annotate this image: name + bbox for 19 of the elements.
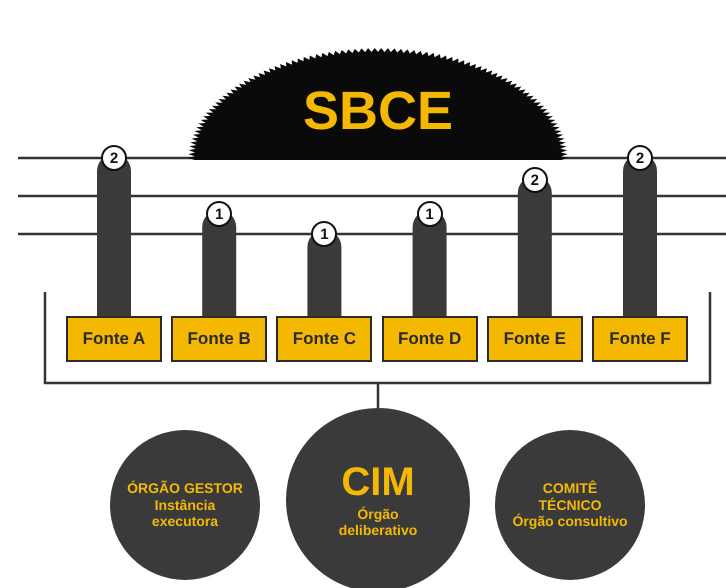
circle-subtitle: Instância executora	[150, 496, 220, 530]
circle-title: CIM	[341, 462, 415, 502]
source-box: Fonte B	[171, 316, 268, 362]
number-badge: 1	[311, 221, 338, 247]
source-box: Fonte A	[66, 316, 162, 362]
source-box: Fonte E	[486, 316, 583, 362]
source-box: Fonte C	[276, 316, 372, 362]
circle-subtitle: Órgão consultivo	[511, 513, 629, 530]
source-box: Fonte D	[382, 316, 478, 362]
number-badge: 2	[627, 145, 653, 171]
circle-subtitle: Órgão deliberativo	[338, 506, 418, 538]
number-badge: 2	[522, 167, 548, 193]
circle-title: ÓRGÃO GESTOR	[126, 480, 244, 497]
number-badge: 2	[101, 145, 127, 171]
number-badge: 1	[416, 201, 443, 227]
dome-title: SBCE	[302, 84, 454, 138]
source-box: Fonte F	[592, 316, 688, 362]
circle-title: COMITÊ TÉCNICO	[538, 480, 602, 514]
number-badge: 1	[206, 201, 232, 227]
